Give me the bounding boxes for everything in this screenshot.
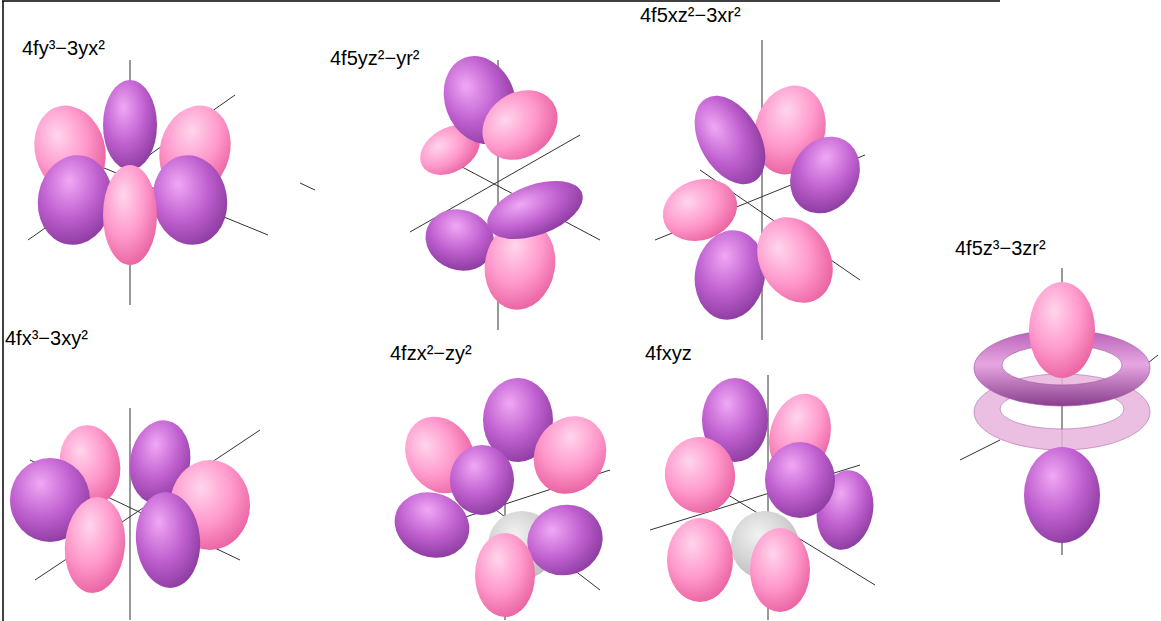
orbital-label: 4fzx²−zy² bbox=[390, 343, 472, 363]
lobe-group bbox=[654, 77, 874, 325]
lobe-group bbox=[659, 378, 880, 612]
orbital-lobe bbox=[1029, 282, 1095, 378]
lobe-group bbox=[1024, 447, 1100, 543]
orbital-lobe bbox=[765, 442, 835, 518]
orbital-label: 4f5z³−3zr² bbox=[955, 238, 1046, 258]
orbital-lobe bbox=[742, 204, 848, 317]
orbital-lobe bbox=[479, 169, 590, 250]
orbital-lobe bbox=[750, 528, 810, 612]
lobe-group bbox=[411, 46, 590, 316]
orbital-lobe bbox=[146, 149, 235, 250]
axis-lines bbox=[28, 40, 1158, 620]
axis-line bbox=[762, 40, 763, 340]
orbital-label: 4f5xz²−3xr² bbox=[640, 5, 741, 25]
orbital-lobe bbox=[1024, 447, 1100, 543]
orbital-label: 4f5yz²−yr² bbox=[330, 48, 419, 68]
axis-line bbox=[130, 408, 131, 620]
orbital-lobes bbox=[10, 46, 1150, 617]
lobe-group bbox=[10, 415, 250, 595]
lobe-group bbox=[385, 378, 620, 617]
orbital-label: 4fx³−3xy² bbox=[5, 328, 88, 348]
axis-line bbox=[960, 440, 1000, 460]
orbital-lobe bbox=[475, 533, 535, 617]
orbital-lobe bbox=[103, 165, 157, 265]
axis-line bbox=[300, 183, 315, 190]
orbital-label: 4fy³−3yx² bbox=[22, 38, 105, 58]
orbital-lobe bbox=[667, 518, 733, 602]
orbital-lobe bbox=[132, 489, 204, 590]
orbital-lobe bbox=[776, 124, 873, 226]
orbital-lobe bbox=[103, 80, 157, 170]
orbital-lobe bbox=[680, 83, 780, 196]
orbital-lobe bbox=[61, 495, 129, 596]
lobe-group bbox=[25, 80, 241, 265]
orbital-lobe bbox=[450, 445, 514, 515]
lobe-group bbox=[1029, 282, 1095, 378]
frame-border bbox=[2, 1, 1000, 621]
orbital-lobe bbox=[659, 431, 741, 518]
orbital-lobe bbox=[520, 403, 621, 507]
orbital-label: 4fxyz bbox=[645, 343, 692, 363]
orbital-lobe bbox=[469, 76, 571, 174]
